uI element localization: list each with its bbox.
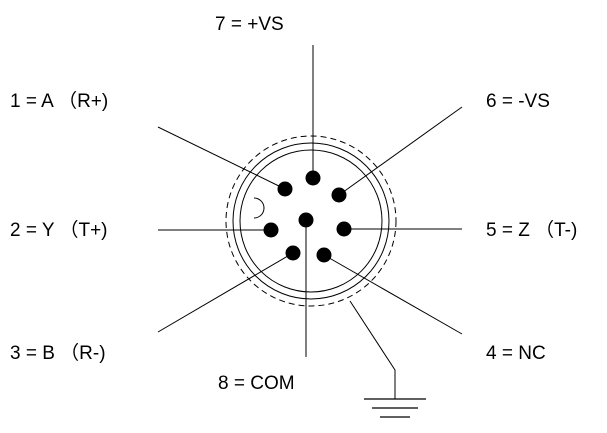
connector-outer-ring xyxy=(232,142,390,300)
pin-4-dot xyxy=(316,247,332,263)
pin-5-label: 5 = Z （T-) xyxy=(486,219,577,241)
ground-symbol-icon xyxy=(364,398,426,418)
pin-8-label: 8 = COM xyxy=(218,373,295,394)
pin-4-label: 4 = NC xyxy=(486,343,546,364)
pin-3-dot xyxy=(285,245,301,261)
pin-leads xyxy=(157,45,463,357)
connector-shield-ring xyxy=(225,135,397,307)
pin-8-dot xyxy=(298,212,314,228)
pins xyxy=(263,170,352,263)
connector-inner-ring xyxy=(239,149,383,293)
lead-pin-6 xyxy=(338,106,463,196)
pin-2-dot xyxy=(263,222,279,238)
ground-connection xyxy=(349,300,426,418)
pin-labels: 1 = A （R+) 2 = Y （T+) 3 = B （R-) 4 = NC … xyxy=(10,14,577,394)
pin-1-label: 1 = A （R+) xyxy=(10,90,108,112)
lead-pin-3 xyxy=(157,252,294,333)
pin-7-label: 7 = +VS xyxy=(215,14,284,35)
lead-pin-4 xyxy=(323,254,463,335)
connector-key-notch xyxy=(253,197,265,219)
pin-3-label: 3 = B （R-) xyxy=(10,342,106,364)
lead-pin-1 xyxy=(157,126,286,190)
pin-6-label: 6 = -VS xyxy=(486,91,550,112)
connector-body xyxy=(225,135,397,307)
pin-7-dot xyxy=(305,170,321,186)
shield-ground-wire xyxy=(349,300,396,399)
pin-2-label: 2 = Y （T+) xyxy=(10,219,108,241)
pin-1-dot xyxy=(277,181,293,197)
pin-5-dot xyxy=(336,221,352,237)
pin-6-dot xyxy=(331,187,347,203)
